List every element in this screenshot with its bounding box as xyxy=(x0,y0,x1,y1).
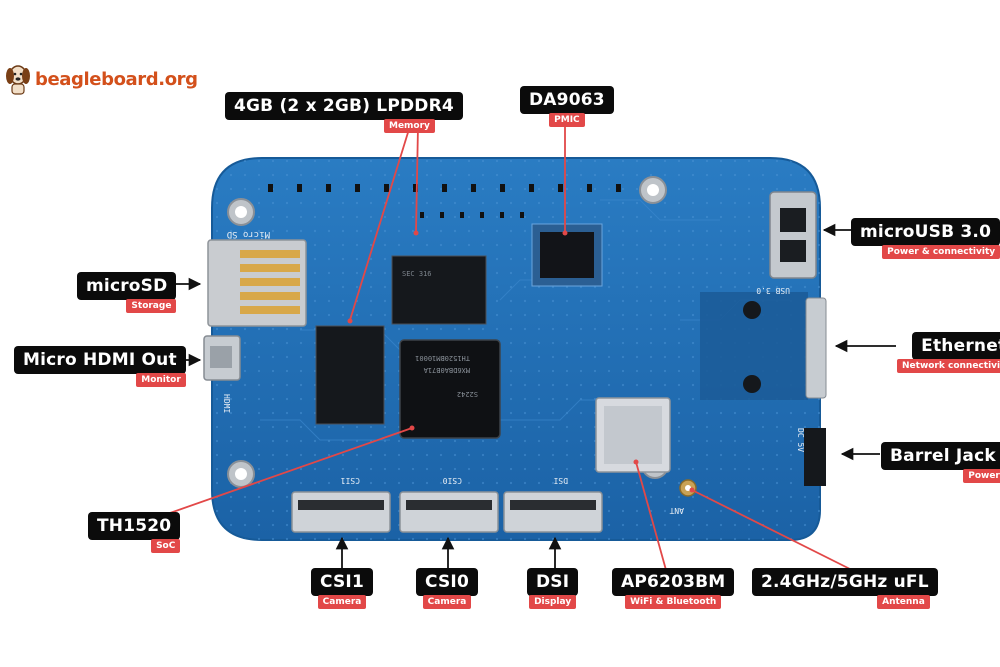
soc-chip: TH1520BM10001 MX6DBA0B71A S2242 xyxy=(399,339,501,439)
callout-pmic: DA9063 PMIC xyxy=(520,86,614,127)
pmic-label: DA9063 xyxy=(520,86,614,114)
hdmi-sub: Monitor xyxy=(136,373,186,387)
arrow-soc xyxy=(149,427,413,521)
silk-usb: USB 3.0 xyxy=(756,286,790,295)
logo-text: beagleboard.org xyxy=(35,68,198,90)
dsi-sub: Display xyxy=(529,595,577,609)
callout-csi0: CSI0 Camera xyxy=(416,568,478,609)
callout-barrel: Barrel Jack Power xyxy=(881,442,1000,483)
antenna-label: 2.4GHz/5GHz uFL xyxy=(752,568,938,596)
silk-csi1: CSI1 xyxy=(341,476,360,485)
callout-soc: TH1520 SoC xyxy=(88,512,181,553)
callout-hdmi: Micro HDMI Out Monitor xyxy=(14,346,186,387)
dsi-label: DSI xyxy=(527,568,579,596)
memory-chip-2 xyxy=(315,325,385,425)
silk-dsi: DSI xyxy=(553,476,568,485)
memory-chip-1: SEC 316 xyxy=(391,255,487,325)
hdmi-connector xyxy=(203,335,241,381)
barrel-sub: Power xyxy=(963,469,1000,483)
memory-sub: Memory xyxy=(383,119,435,133)
csi0-label: CSI0 xyxy=(416,568,478,596)
callout-microusb: microUSB 3.0 Power & connectivity xyxy=(851,218,1000,259)
csi0-sub: Camera xyxy=(422,595,472,609)
microsd-sub: Storage xyxy=(126,299,177,313)
pmic-chip xyxy=(531,223,603,287)
soc-marking-1: TH1520BM10001 xyxy=(415,354,470,362)
soc-marking-2: MX6DBA0B71A xyxy=(423,366,470,374)
callout-csi1: CSI1 Camera xyxy=(311,568,373,609)
mem1-marking: SEC 316 xyxy=(402,270,432,278)
ethernet-area xyxy=(700,292,827,400)
silk-dc: DC 5V xyxy=(796,428,805,452)
beagle-dog-icon xyxy=(6,65,30,95)
microusb-label: microUSB 3.0 xyxy=(851,218,1000,246)
soc-sub: SoC xyxy=(151,539,181,553)
csi1-label: CSI1 xyxy=(311,568,373,596)
callout-ethernet: Ethernet Network connectivity xyxy=(897,332,1000,373)
barrel-jack xyxy=(804,428,826,486)
arrow-memory-1 xyxy=(349,125,411,321)
ufl-connector xyxy=(679,479,697,497)
wifi-label: AP6203BM xyxy=(612,568,735,596)
gpio-header xyxy=(268,184,621,218)
beagleboard-logo[interactable]: beagleboard.org xyxy=(4,62,198,96)
soc-marking-3: S2242 xyxy=(457,390,478,398)
memory-label: 4GB (2 x 2GB) LPDDR4 xyxy=(225,92,463,120)
arrow-memory-2 xyxy=(415,125,419,233)
ethernet-label: Ethernet xyxy=(912,332,1000,360)
wifi-sub: WiFi & Bluetooth xyxy=(625,595,722,609)
callout-dsi: DSI Display xyxy=(527,568,579,609)
microusb-connector xyxy=(769,191,817,279)
csi1-sub: Camera xyxy=(317,595,367,609)
callout-antenna: 2.4GHz/5GHz uFL Antenna xyxy=(752,568,938,609)
microusb-sub: Power & connectivity xyxy=(882,245,1000,259)
arrow-antenna xyxy=(691,489,853,571)
silk-csi0: CSI0 xyxy=(443,476,462,485)
callout-wifi: AP6203BM WiFi & Bluetooth xyxy=(612,568,735,609)
soc-label: TH1520 xyxy=(88,512,181,540)
antenna-sub: Antenna xyxy=(877,595,930,609)
callout-memory: 4GB (2 x 2GB) LPDDR4 Memory xyxy=(225,92,463,133)
fpc-connectors xyxy=(291,491,603,533)
arrow-wifi xyxy=(635,461,667,571)
microsd-label: microSD xyxy=(77,272,177,300)
wifi-module xyxy=(595,397,671,473)
hdmi-label: Micro HDMI Out xyxy=(14,346,186,374)
callout-arrows xyxy=(149,120,896,571)
callout-microsd: microSD Storage xyxy=(77,272,177,313)
silk-micro-sd: Micro SD xyxy=(227,229,270,239)
ethernet-sub: Network connectivity xyxy=(897,359,1000,373)
barrel-label: Barrel Jack xyxy=(881,442,1000,470)
pmic-sub: PMIC xyxy=(549,113,585,127)
silk-ant: ANT xyxy=(669,506,684,515)
silk-hdmi: HDMI xyxy=(222,394,231,413)
microsd-slot xyxy=(207,239,307,327)
